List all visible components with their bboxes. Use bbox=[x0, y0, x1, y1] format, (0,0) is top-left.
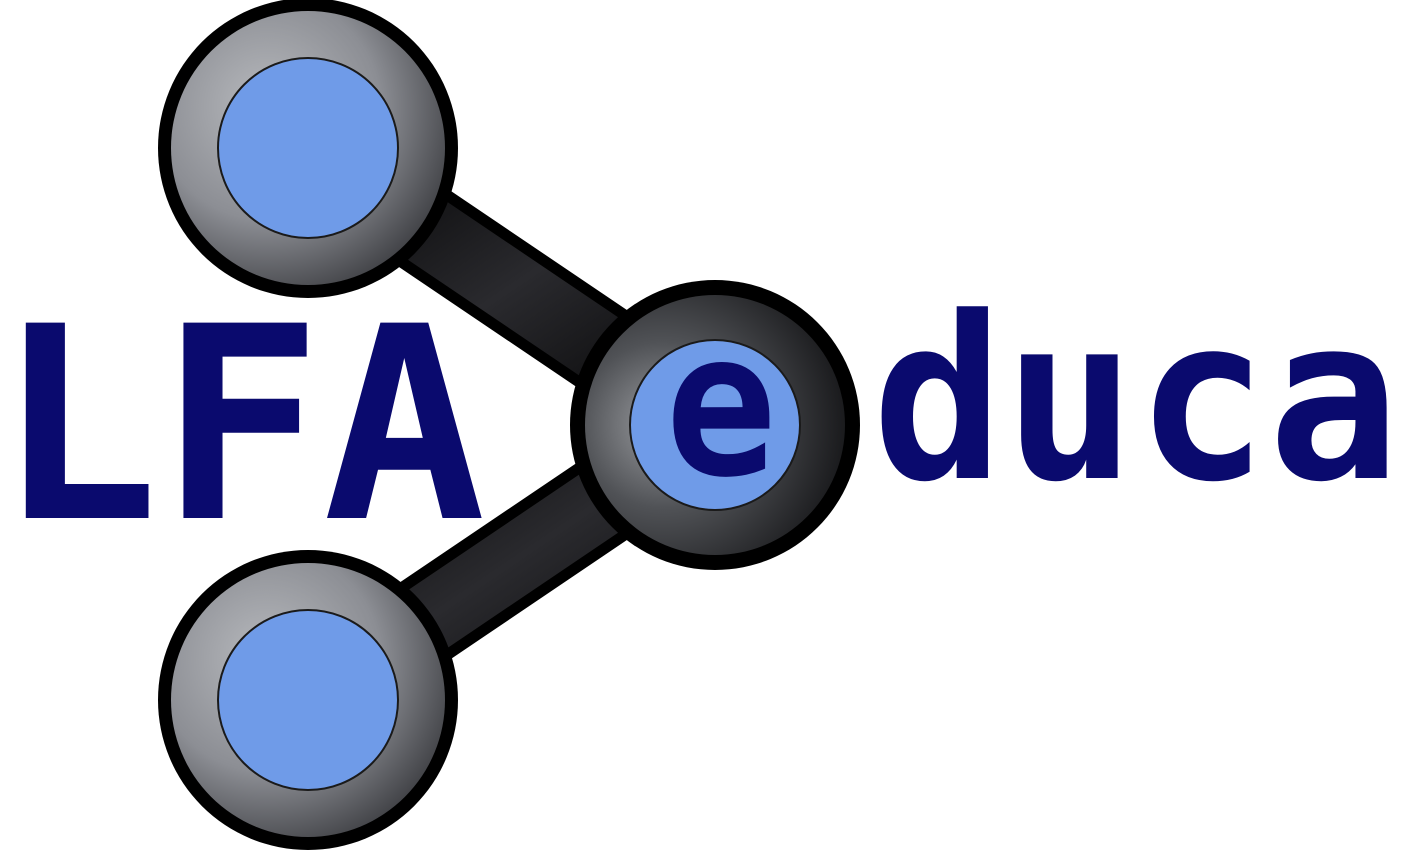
logo-suffix-text: duca bbox=[872, 269, 1400, 532]
node-center bbox=[570, 280, 860, 570]
node-top bbox=[158, 0, 458, 298]
logo-center-letter: e bbox=[665, 289, 777, 522]
node-bottom bbox=[158, 550, 458, 850]
logo-prefix-text: LFA bbox=[0, 270, 486, 582]
